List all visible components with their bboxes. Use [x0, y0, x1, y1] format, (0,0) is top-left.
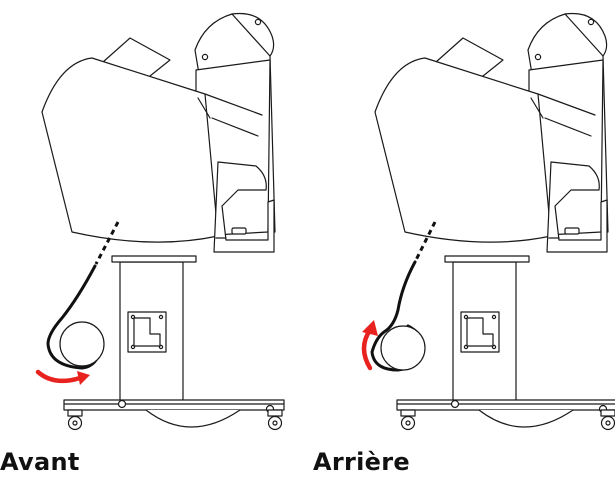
left-take-up-roll [59, 321, 105, 367]
caption-back: Arrière [313, 448, 410, 476]
curved-arrow-counterclockwise-icon [361, 320, 378, 371]
right-take-up-roll [380, 325, 426, 371]
left-panel-paper-path [46, 221, 120, 370]
curved-arrow-clockwise-icon [35, 369, 90, 385]
caption-front: Avant [0, 448, 80, 476]
